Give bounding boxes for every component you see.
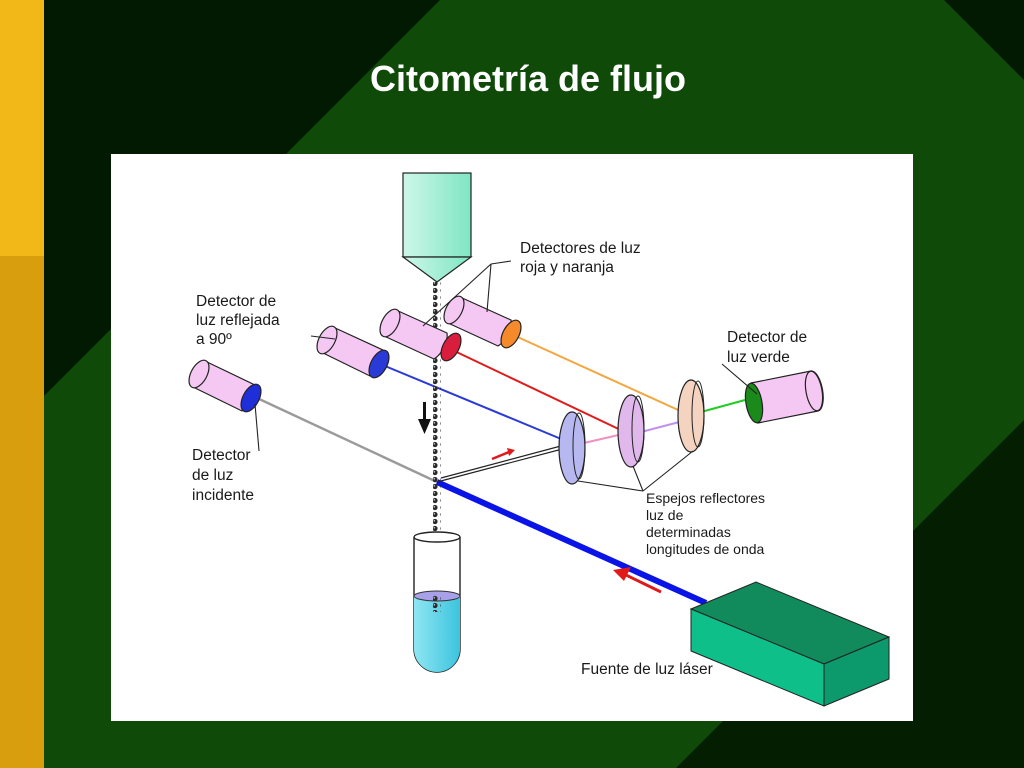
label-red-orange-detectors-line1: Detectores de luz [520,240,641,257]
orange-light-detector [443,295,522,349]
laser-source-box [689,581,891,707]
red-beam [445,346,628,434]
dichroic-mirror-1 [558,411,586,485]
label-forward-detector-line2: de luz [192,467,233,484]
forward-scatter-detector [188,359,262,413]
flow-nozzle [401,172,473,283]
red-light-detector [379,308,462,362]
forward-scatter-beam [256,396,438,484]
label-side-scatter-line2: luz reflejada [196,312,280,329]
label-forward-detector-line3: incidente [192,487,254,504]
dichroic-mirror-3 [677,379,705,453]
label-mirrors-line1: Espejos reflectores [646,490,765,506]
label-laser-source: Fuente de luz láser [581,661,713,678]
leader-lines [254,260,758,492]
scatter-arrow [491,448,515,461]
flow-cytometry-diagram: Detectores de luz roja y naranja Detecto… [111,154,913,721]
orange-beam [510,333,688,415]
gold-bar-upper [0,0,44,256]
label-red-orange-detectors-line2: roja y naranja [520,259,614,276]
side-scatter-detector [316,325,390,379]
laser-beam [435,479,708,606]
label-green-detector-line2: luz verde [727,349,790,366]
label-mirrors-line4: longitudes de onda [646,541,765,557]
gold-bar-lower [0,256,44,768]
laser-direction-arrow [613,567,662,594]
label-side-scatter-line1: Detector de [196,293,276,310]
label-forward-detector-line1: Detector [192,447,251,464]
green-light-detector [744,370,824,424]
label-side-scatter-line3: a 90º [196,331,232,348]
dichroic-mirror-2 [617,394,645,468]
label-mirrors-line3: determinadas [646,524,731,540]
particle-stream [433,282,441,594]
flow-direction-arrow [418,402,431,434]
label-green-detector-line1: Detector de [727,329,807,346]
label-mirrors-line2: luz de [646,507,684,523]
green-beam [700,399,746,413]
slide-title: Citometría de flujo [369,58,687,99]
side-scatter-beam [384,365,567,442]
